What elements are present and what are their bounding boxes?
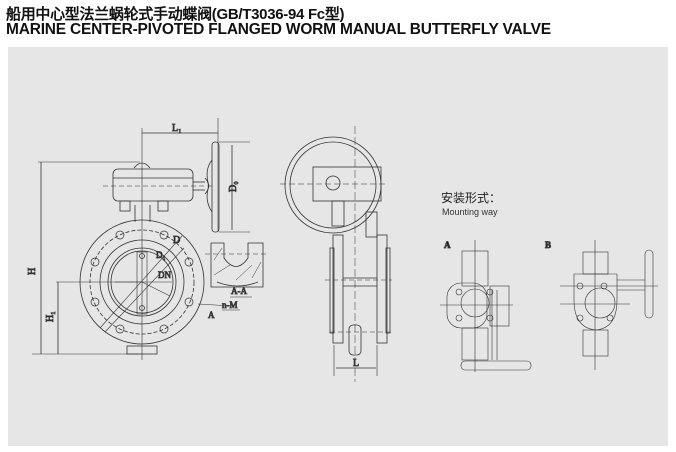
title-chinese: 船用中心型法兰蜗轮式手动蝶阀(GB/T3036-94 Fc型) [6, 6, 345, 23]
mounting-title-chinese: 安装形式： [441, 191, 502, 205]
drawing-panel [8, 47, 668, 446]
title-english: MARINE CENTER-PIVOTED FLANGED WORM MANUA… [6, 21, 551, 38]
label-d: D [173, 235, 180, 246]
mounting-option-b: B [545, 240, 551, 250]
mounting-b-diagram [560, 240, 658, 370]
label-d0: D₀ [228, 181, 239, 192]
label-n-m: n-M [222, 300, 238, 310]
label-l1: L₁ [172, 123, 182, 134]
label-h1: H₁ [45, 311, 56, 322]
mounting-option-a: A [444, 240, 451, 250]
front-view [32, 118, 250, 360]
label-h: H [27, 268, 38, 275]
label-dn: DN [158, 270, 171, 280]
label-d1: D₁ [156, 250, 166, 260]
section-a-a [205, 242, 268, 311]
mounting-a-diagram [440, 240, 532, 372]
label-a-mark: A [208, 310, 215, 320]
label-section-a-a: A-A [231, 286, 247, 296]
label-l: L [353, 358, 359, 369]
mounting-title-english: Mounting way [442, 207, 498, 217]
side-view [280, 126, 392, 382]
